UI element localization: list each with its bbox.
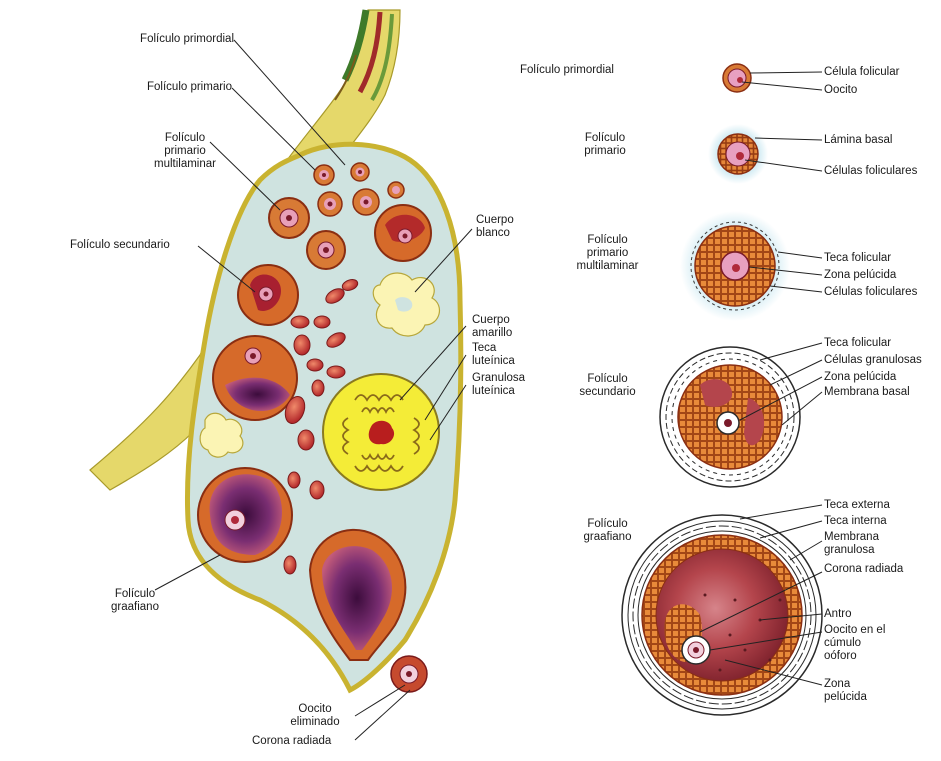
stage-primary-drawing (708, 124, 768, 184)
label-basal-lamina: Lámina basal (824, 134, 892, 147)
label-secondary-follicle: Folículo secundario (70, 239, 170, 252)
label-zona-pellucida-multilaminar: Zona pelúcida (824, 269, 896, 282)
label-follicular-cells-primary: Células foliculares (824, 165, 917, 178)
title-stage-primordial: Folículo primordial (520, 64, 614, 77)
label-primordial-follicle: Folículo primordial (100, 33, 234, 46)
label-theca-externa: Teca externa (824, 499, 890, 512)
stage-graafian-drawing (622, 515, 822, 715)
label-theca-folliculi-multilaminar: Teca folicular (824, 252, 891, 265)
label-corona-radiata-left: Corona radiada (252, 735, 331, 748)
label-antrum: Antro (824, 608, 852, 621)
stage-multilaminar-drawing (680, 211, 790, 321)
stage-secondary-drawing (660, 347, 800, 487)
label-oocyte: Oocito (824, 84, 857, 97)
label-theca-folliculi-secondary: Teca folicular (824, 337, 891, 350)
label-basement-membrane: Membrana basal (824, 386, 910, 399)
label-theca-interna: Teca interna (824, 515, 887, 528)
label-follicular-cell: Célula folicular (824, 66, 899, 79)
label-zona-pellucida-secondary: Zona pelúcida (824, 371, 896, 384)
label-follicular-cells-multilaminar: Células foliculares (824, 286, 917, 299)
label-granulosa-cells: Células granulosas (824, 354, 922, 367)
stage-primordial-drawing (723, 64, 751, 92)
label-primary-follicle: Folículo primario (100, 81, 232, 94)
label-corona-radiata-right: Corona radiada (824, 563, 903, 576)
